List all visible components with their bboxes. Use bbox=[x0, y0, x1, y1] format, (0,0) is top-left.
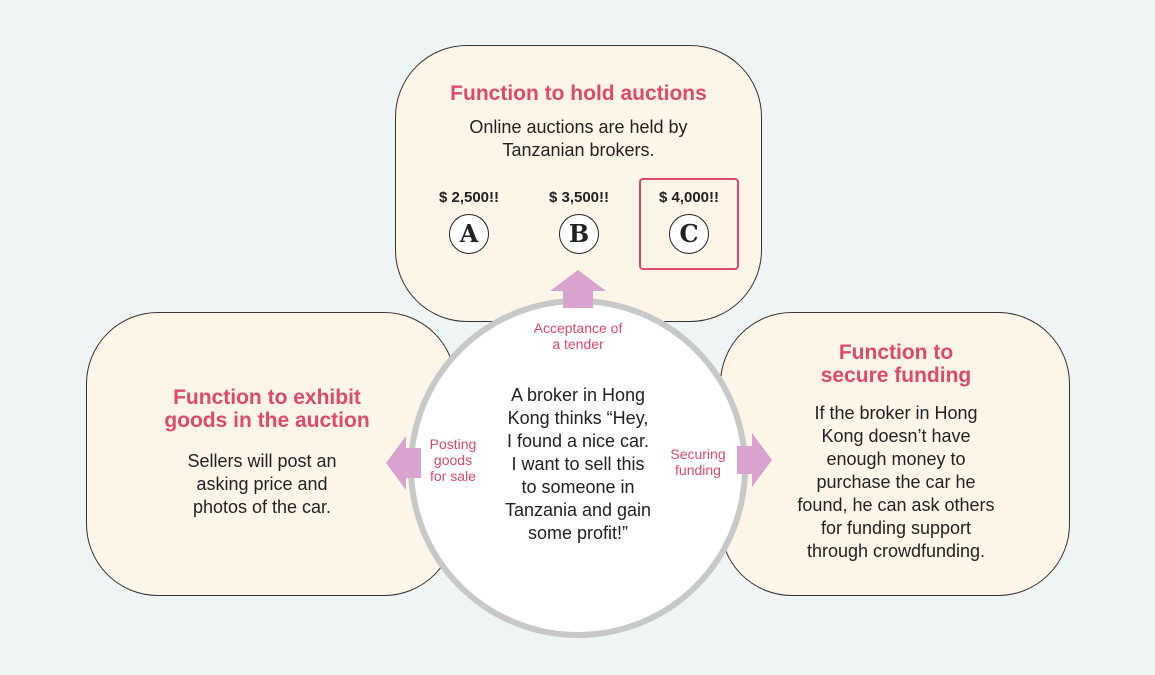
auction-function-description: Online auctions are held by Tanzanian br… bbox=[469, 117, 688, 160]
bid-b-price: $ 3,500!! bbox=[548, 189, 610, 206]
exhibit-function-title: Function to exhibit goods in the auction bbox=[164, 386, 370, 432]
auction-function-title: Function to hold auctions bbox=[450, 82, 707, 105]
posting-goods-label: Posting goods for sale bbox=[429, 436, 477, 484]
winning-bid-highlight bbox=[639, 178, 739, 270]
bid-c-letter: C bbox=[669, 214, 709, 254]
broker-circle bbox=[408, 298, 748, 638]
bid-a: $ 2,500!! A bbox=[424, 189, 514, 254]
arrow-up-icon bbox=[550, 270, 606, 308]
securing-funding-label: Securing funding bbox=[670, 446, 726, 478]
bid-c-price: $ 4,000!! bbox=[658, 189, 720, 206]
bid-b-letter: B bbox=[559, 214, 599, 254]
exhibit-function-description: Sellers will post an asking price and ph… bbox=[187, 451, 337, 517]
auction-function-box: Function to hold auctions Online auction… bbox=[395, 45, 762, 322]
arrow-right-icon bbox=[737, 433, 772, 487]
bid-c: $ 4,000!! C bbox=[644, 189, 734, 254]
acceptance-of-tender-label: Acceptance of a tender bbox=[533, 320, 623, 352]
funding-function-box: Function to secure funding If the broker… bbox=[720, 312, 1070, 596]
bid-a-letter: A bbox=[449, 214, 489, 254]
funding-function-description: If the broker in Hong Kong doesn’t have … bbox=[797, 403, 995, 561]
bid-b: $ 3,500!! B bbox=[534, 189, 624, 254]
broker-scenario-text: A broker in Hong Kong thinks “Hey, I fou… bbox=[504, 385, 652, 543]
bid-a-price: $ 2,500!! bbox=[438, 189, 500, 206]
arrow-left-icon bbox=[386, 436, 421, 490]
funding-function-title: Function to secure funding bbox=[820, 341, 972, 387]
